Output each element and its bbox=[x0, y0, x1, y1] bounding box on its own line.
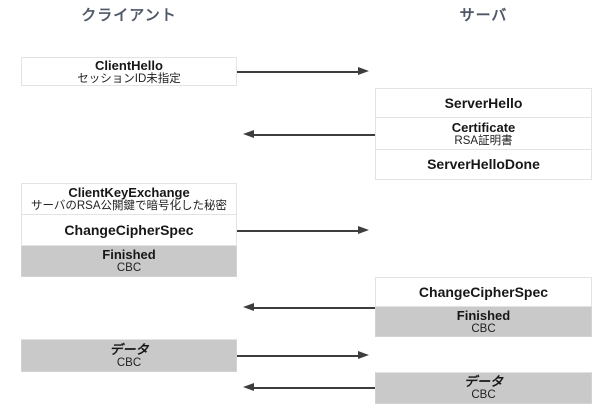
arrow-client-to-server-2 bbox=[237, 226, 369, 234]
server-hello-group: ServerHello Certificate RSA証明書 ServerHel… bbox=[375, 88, 592, 180]
message-subtitle: CBC bbox=[116, 262, 142, 274]
client-data-group: データ CBC bbox=[21, 339, 237, 372]
client-keyexchange-group: ClientKeyExchange サーバのRSA公開鍵で暗号化した秘密 Cha… bbox=[21, 183, 237, 277]
message-finished-client: Finished CBC bbox=[21, 246, 237, 277]
arrow-server-to-client-2 bbox=[243, 303, 375, 311]
message-subtitle: セッションID未指定 bbox=[77, 72, 181, 85]
arrow-server-to-client-3 bbox=[243, 383, 375, 391]
server-lane-header: サーバ bbox=[459, 7, 508, 24]
message-title: データ bbox=[463, 374, 503, 389]
message-title: ChangeCipherSpec bbox=[64, 221, 194, 238]
arrow-server-to-client-1 bbox=[243, 130, 375, 138]
message-title: ChangeCipherSpec bbox=[418, 283, 549, 300]
server-changecipher-group: ChangeCipherSpec Finished CBC bbox=[375, 277, 592, 337]
message-changecipherspec-client: ChangeCipherSpec bbox=[21, 215, 237, 246]
message-finished-server: Finished CBC bbox=[375, 307, 592, 337]
message-clienthello: ClientHello セッションID未指定 bbox=[21, 57, 237, 86]
message-data-client: データ CBC bbox=[21, 339, 237, 372]
message-subtitle: サーバのRSA公開鍵で暗号化した秘密 bbox=[30, 200, 228, 212]
arrow-client-to-server-3 bbox=[237, 351, 369, 359]
message-title: データ bbox=[109, 341, 149, 357]
message-certificate: Certificate RSA証明書 bbox=[375, 118, 592, 150]
message-title: ClientKeyExchange bbox=[68, 185, 190, 200]
server-data-group: データ CBC bbox=[375, 372, 592, 404]
message-subtitle: RSA証明書 bbox=[454, 134, 513, 147]
client-lane-header: クライアント bbox=[81, 7, 177, 24]
message-title: ServerHello bbox=[444, 94, 523, 111]
message-title: Certificate bbox=[451, 119, 516, 135]
message-subtitle: CBC bbox=[471, 322, 496, 335]
message-title: Finished bbox=[102, 247, 156, 262]
message-title: ServerHelloDone bbox=[427, 156, 540, 172]
message-title: Finished bbox=[456, 307, 511, 323]
message-subtitle: CBC bbox=[471, 389, 496, 401]
arrow-client-to-server-1 bbox=[237, 67, 369, 75]
message-subtitle: CBC bbox=[116, 356, 142, 369]
message-data-server: データ CBC bbox=[375, 372, 592, 404]
message-title: ClientHello bbox=[95, 57, 163, 73]
message-serverhello: ServerHello bbox=[375, 88, 592, 118]
client-hello-group: ClientHello セッションID未指定 bbox=[21, 57, 237, 86]
message-changecipherspec-server: ChangeCipherSpec bbox=[375, 277, 592, 307]
message-serverhellodone: ServerHelloDone bbox=[375, 150, 592, 180]
message-clientkeyexchange: ClientKeyExchange サーバのRSA公開鍵で暗号化した秘密 bbox=[21, 183, 237, 215]
